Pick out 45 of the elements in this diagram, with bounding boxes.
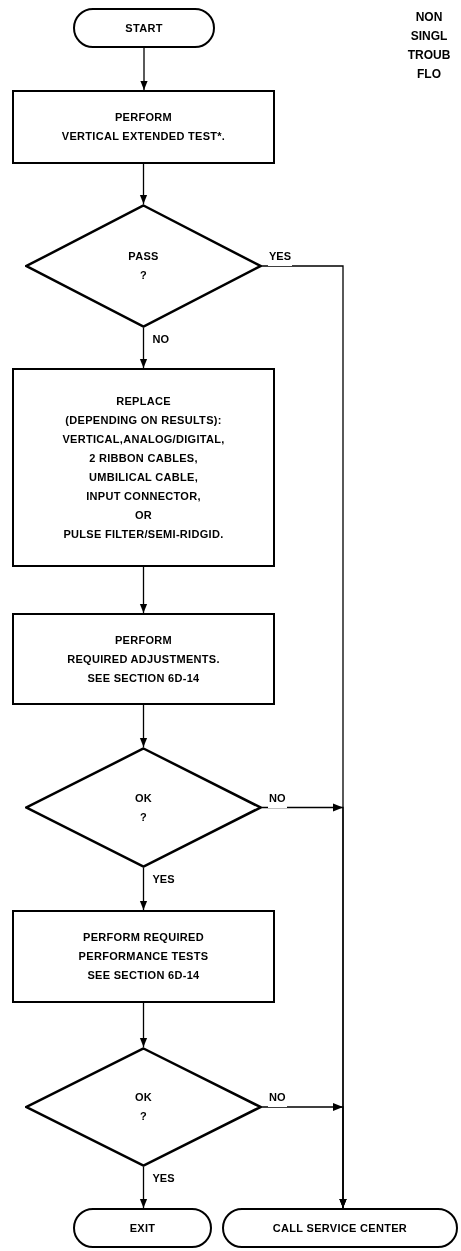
arrow — [139, 327, 148, 369]
node-text: REPLACE — [116, 393, 171, 409]
node-text: EXIT — [129, 1220, 156, 1236]
node-text: ? — [140, 268, 147, 283]
title: NON SINGL TROUB FLO — [406, 9, 452, 83]
node-text: CALL SERVICE CENTER — [272, 1220, 408, 1236]
process-box — [12, 613, 275, 705]
process-box — [12, 90, 275, 164]
node-text: PERFORMANCE TESTS — [78, 949, 209, 964]
node-text: PASS — [128, 249, 159, 264]
decision-diamond — [25, 747, 262, 868]
node-text: START — [125, 20, 163, 36]
node-text: VERTICAL EXTENDED TEST*. — [61, 129, 226, 144]
arrow — [140, 47, 148, 91]
process-box — [12, 910, 275, 1003]
arrow — [139, 1166, 148, 1209]
arrow — [139, 1002, 148, 1048]
node-text: ? — [140, 1109, 147, 1124]
node-text: PERFORM REQUIRED — [83, 930, 204, 945]
node-text: REQUIRED ADJUSTMENTS. — [67, 651, 220, 667]
decision-diamond — [25, 1047, 262, 1167]
node-text: UMBILICAL CABLE, — [88, 469, 199, 485]
node-text: PERFORM — [114, 632, 173, 648]
node-text: ? — [140, 809, 147, 825]
node-text: PULSE FILTER/SEMI-RIDGID. — [63, 526, 224, 542]
node-text: 2 RIBBON CABLES, — [89, 450, 198, 466]
terminal-shape — [73, 8, 215, 48]
node-text: (DEPENDING ON RESULTS): — [65, 412, 222, 428]
node-text: OK — [134, 1090, 153, 1105]
terminal-shape — [73, 1208, 212, 1248]
node-text: OR — [134, 507, 153, 523]
node-text: OK — [134, 790, 153, 806]
process-box — [12, 368, 275, 567]
node-text: SEE SECTION 6D-14 — [87, 968, 200, 983]
terminal-shape — [222, 1208, 458, 1248]
arrow — [139, 867, 148, 911]
arrow — [139, 566, 148, 614]
arrow — [139, 704, 148, 748]
node-text: INPUT CONNECTOR, — [86, 488, 201, 504]
node-text: SEE SECTION 6D-14 — [87, 670, 200, 686]
node-text: PERFORM — [114, 110, 173, 125]
decision-diamond — [25, 204, 262, 328]
node-text: VERTICAL,ANALOG/DIGITAL, — [62, 431, 225, 447]
arrow — [261, 1103, 347, 1209]
arrow — [139, 163, 148, 205]
